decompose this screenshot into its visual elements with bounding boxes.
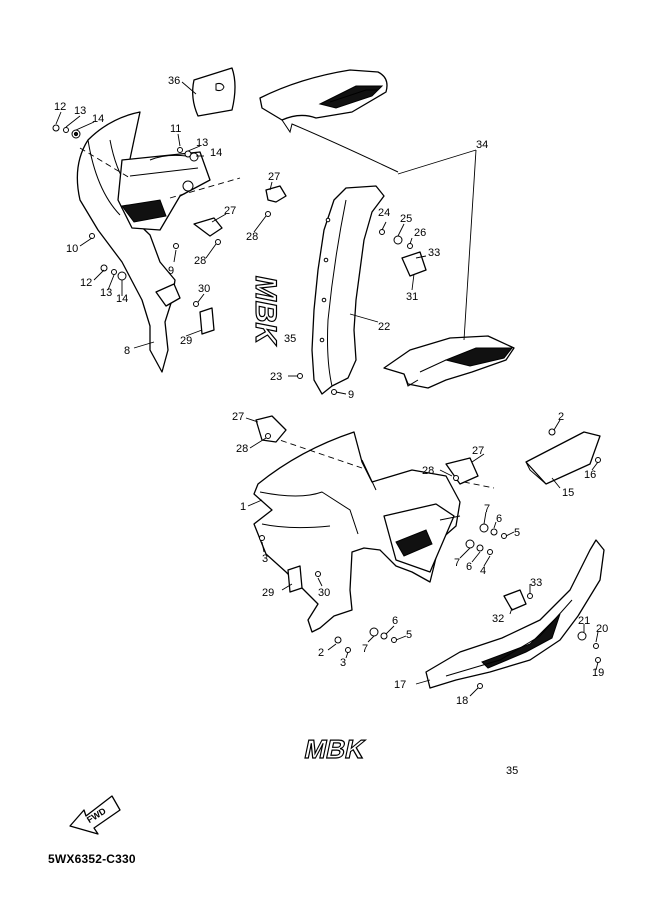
part-8-inner-panel[interactable] xyxy=(76,111,241,373)
mbk-badge-lower[interactable]: MBK xyxy=(301,734,368,765)
part-22-inner-cowl[interactable] xyxy=(311,185,385,395)
callout[interactable]: 18 xyxy=(456,695,468,707)
bracket-29[interactable] xyxy=(199,307,303,593)
callout[interactable]: 7 xyxy=(454,557,460,569)
callout[interactable]: 27 xyxy=(224,205,236,217)
callout[interactable]: 6 xyxy=(466,561,472,573)
mbk-badge-upper[interactable]: MBK xyxy=(248,275,282,347)
part-36-panel[interactable] xyxy=(192,67,236,117)
callout[interactable]: 7 xyxy=(484,503,490,515)
diagram-code: 5WX6352-C330 xyxy=(48,852,136,866)
callout[interactable]: 12 xyxy=(54,101,66,113)
part-34-side-cowl[interactable] xyxy=(383,335,515,389)
part-1-side-fairing[interactable] xyxy=(253,431,495,633)
callout[interactable]: 28 xyxy=(246,231,258,243)
callout[interactable]: 11 xyxy=(170,123,181,135)
callout[interactable]: 7 xyxy=(362,643,368,655)
callout[interactable]: 24 xyxy=(378,207,390,219)
mbk-badge-upper-text: MBK xyxy=(249,276,282,347)
callout[interactable]: 26 xyxy=(414,227,426,239)
callout[interactable]: 29 xyxy=(262,587,274,599)
callout[interactable]: 6 xyxy=(392,615,398,627)
callout[interactable]: 14 xyxy=(92,113,104,125)
callout[interactable]: 1 xyxy=(240,501,246,513)
callout[interactable]: 9 xyxy=(168,265,174,277)
callout[interactable]: 27 xyxy=(232,411,244,423)
callout[interactable]: 4 xyxy=(480,565,486,577)
part-34-upper-cowl[interactable] xyxy=(259,69,399,173)
callout[interactable]: 2 xyxy=(318,647,324,659)
callout[interactable]: 21 xyxy=(578,615,590,627)
callout[interactable]: 15 xyxy=(562,487,574,499)
callout[interactable]: 14 xyxy=(210,147,222,159)
leader-lines xyxy=(55,81,599,697)
callout[interactable]: 23 xyxy=(270,371,282,383)
callout[interactable]: 10 xyxy=(66,243,78,255)
callout[interactable]: 19 xyxy=(592,667,604,679)
callout[interactable]: 34 xyxy=(476,139,488,151)
callout[interactable]: 36 xyxy=(168,75,180,87)
callout[interactable]: 35 xyxy=(506,765,518,777)
callout[interactable]: 16 xyxy=(584,469,596,481)
callout[interactable]: 5 xyxy=(406,629,412,641)
part-17-under-cowl[interactable] xyxy=(425,539,605,689)
part-15-plate[interactable] xyxy=(525,431,601,485)
callout[interactable]: 14 xyxy=(116,293,128,305)
callout[interactable]: 12 xyxy=(80,277,92,289)
bracket-27-upper[interactable] xyxy=(193,185,287,237)
bracket-31[interactable] xyxy=(401,251,427,277)
callout[interactable]: 3 xyxy=(262,553,268,565)
callout[interactable]: 25 xyxy=(400,213,412,225)
callout[interactable]: 30 xyxy=(198,283,210,295)
callout[interactable]: 28 xyxy=(236,443,248,455)
callout[interactable]: 28 xyxy=(194,255,206,267)
callout[interactable]: 13 xyxy=(100,287,112,299)
callout[interactable]: 20 xyxy=(596,623,608,635)
hardware xyxy=(52,124,601,689)
callout[interactable]: 27 xyxy=(268,171,280,183)
fwd-arrow: FWD xyxy=(69,795,121,835)
callout[interactable]: 33 xyxy=(428,247,440,259)
callout[interactable]: 13 xyxy=(196,137,208,149)
callout[interactable]: 27 xyxy=(472,445,484,457)
callout[interactable]: 35 xyxy=(284,333,296,345)
callout[interactable]: 32 xyxy=(492,613,504,625)
callout[interactable]: 3 xyxy=(340,657,346,669)
bracket-27-lower[interactable] xyxy=(255,415,479,485)
callout[interactable]: 8 xyxy=(124,345,130,357)
callouts: 36 12 13 14 11 13 14 27 27 28 10 9 28 12… xyxy=(54,75,608,777)
callout[interactable]: 2 xyxy=(558,411,564,423)
callout[interactable]: 30 xyxy=(318,587,330,599)
callout[interactable]: 17 xyxy=(394,679,406,691)
mbk-badge-lower-text: MBK xyxy=(302,734,368,764)
callout[interactable]: 22 xyxy=(378,321,390,333)
callout[interactable]: 5 xyxy=(514,527,520,539)
callout[interactable]: 29 xyxy=(180,335,192,347)
callout[interactable]: 31 xyxy=(406,291,418,303)
callout[interactable]: 9 xyxy=(348,389,354,401)
callout[interactable]: 33 xyxy=(530,577,542,589)
callout[interactable]: 13 xyxy=(74,105,86,117)
callout[interactable]: 6 xyxy=(496,513,502,525)
callout[interactable]: 28 xyxy=(422,465,434,477)
